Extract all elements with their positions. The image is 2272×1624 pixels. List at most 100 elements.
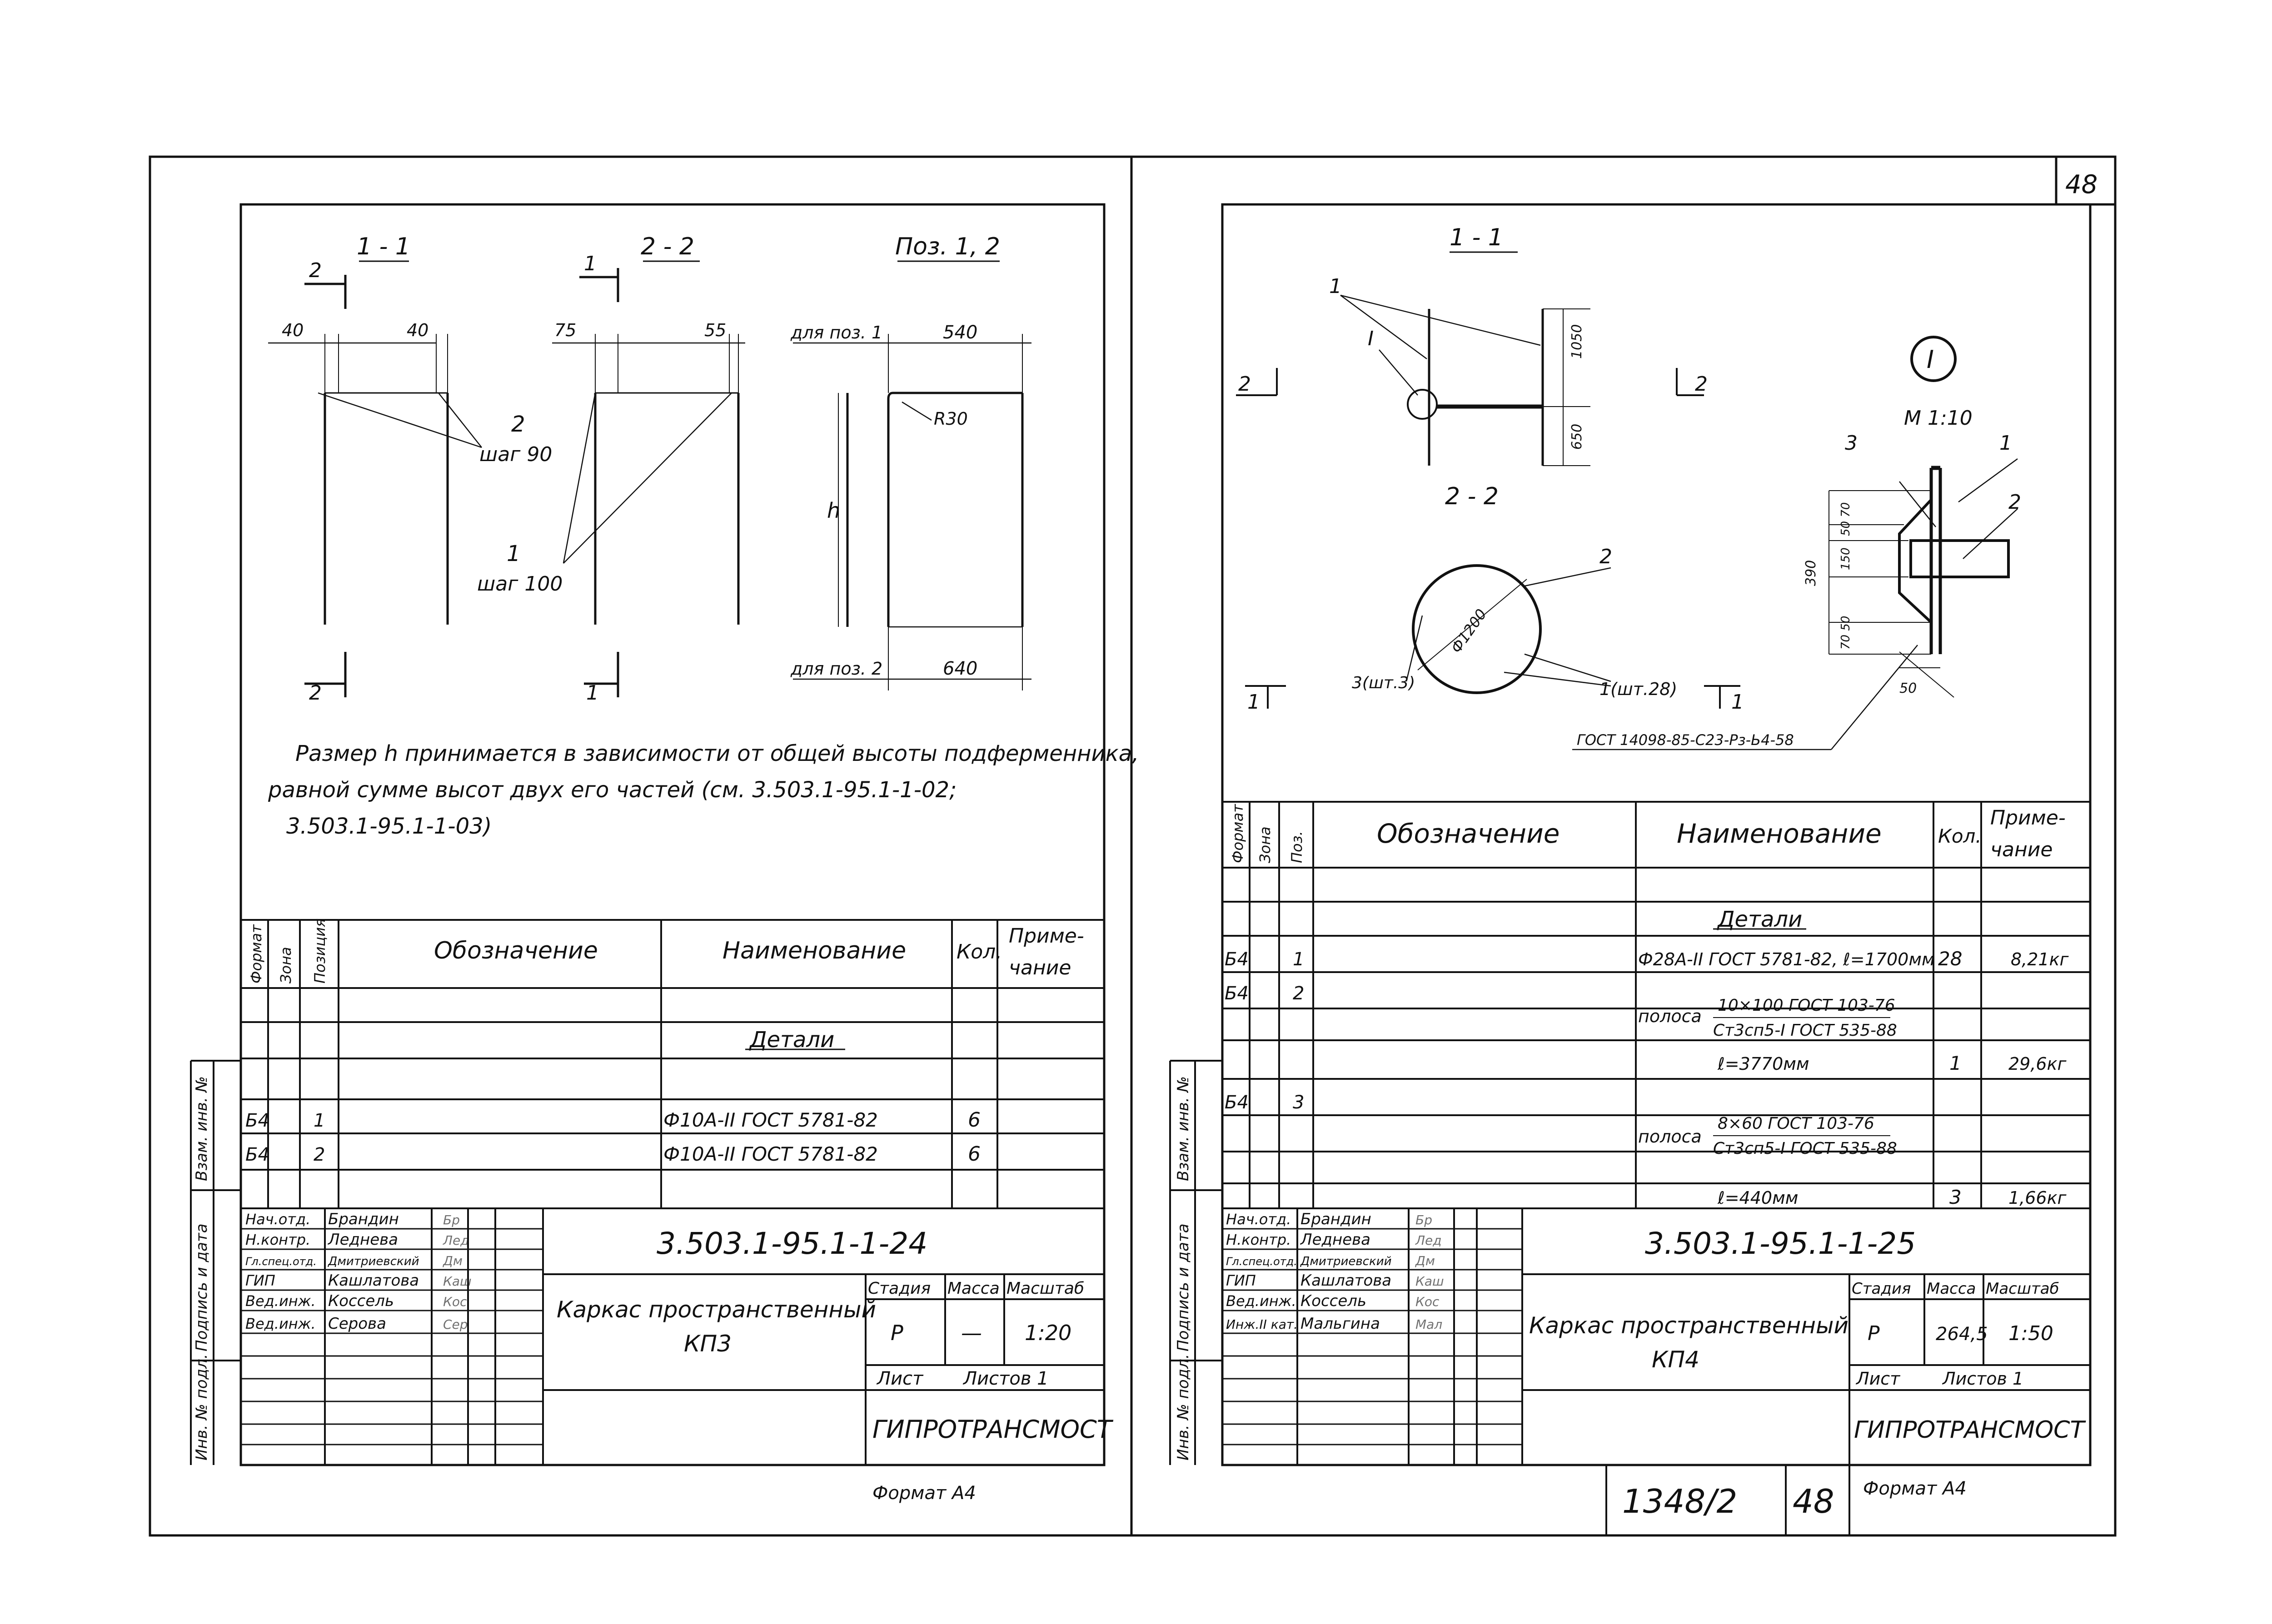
left-cut-mark-1-top: 1: [584, 252, 597, 275]
left-cut-mark-2-bottom: 2: [309, 681, 322, 705]
left-h-stage: Стадия: [868, 1279, 931, 1298]
right-row4-name1: 8×60 ГОСТ 103-76: [1718, 1114, 1874, 1133]
right-title-grid: [1222, 1207, 2090, 1535]
left-side-label-1: Взам. инв. №: [193, 1076, 211, 1181]
left-doc-name-2: КП3: [684, 1331, 732, 1357]
left-role-1: Нач.отд.: [245, 1211, 310, 1228]
left-sign-5: Кос: [443, 1294, 467, 1309]
left-title-grid: [241, 1207, 1104, 1465]
detail-dim-50: 50: [1899, 680, 1917, 696]
note-line-3: 3.503.1-95.1-1-03): [286, 814, 492, 839]
left-stage: Р: [891, 1321, 903, 1345]
right-row3-note: 29,6кг: [2008, 1054, 2067, 1074]
detail-dim-7050: 70 50: [1839, 616, 1853, 650]
right-h-note-2: чание: [1990, 838, 2053, 861]
left-org: ГИПРОТРАНСМОСТ: [872, 1415, 1114, 1444]
right-views: [1236, 251, 2018, 750]
left-h-scale: Масштаб: [1006, 1279, 1084, 1298]
right-format: Формат А4: [1863, 1478, 1967, 1499]
left-name-6: Серова: [328, 1315, 386, 1333]
right-role-5: Вед.инж.: [1226, 1292, 1296, 1310]
step-90: шаг 90: [479, 443, 552, 466]
right-h-note-1: Приме-: [1990, 806, 2066, 829]
right-h-designation: Обозначение: [1377, 818, 1560, 849]
right-side-label-3: Инв. № подл.: [1174, 1354, 1192, 1460]
right-row1-name: Ф28А-II ГОСТ 5781-82, ℓ=1700мм: [1638, 949, 1935, 969]
note-line-2: равной сумме высот двух его частей (см. …: [268, 777, 957, 803]
right-scale: 1:50: [2008, 1322, 2053, 1345]
left-mass: —: [961, 1321, 982, 1345]
left-doc-code: 3.503.1-95.1-1-24: [657, 1226, 927, 1261]
right-h-scale: Масштаб: [1986, 1280, 2059, 1298]
right-name-6: Мальгина: [1300, 1315, 1380, 1333]
right-row2-prefix: полоса: [1638, 1006, 1702, 1026]
left-sign-4: Каш: [443, 1274, 472, 1289]
left-title-roles: Нач.отд. Брандин Бр Н.контр. Леднева Лед…: [245, 1210, 472, 1333]
right-sign-2: Лед: [1415, 1233, 1442, 1248]
detail-dim-5070: 50 70: [1839, 502, 1853, 536]
right-h-name: Наименование: [1677, 818, 1882, 849]
dim-650: 650: [1569, 424, 1585, 450]
right-row3-name: ℓ=3770мм: [1717, 1054, 1809, 1074]
left-row1-format: Б4: [245, 1110, 269, 1131]
dim-h: h: [827, 498, 840, 523]
right-section-1-1: 1 - 1: [1450, 224, 1503, 251]
right-inner-frame: [1221, 203, 2092, 1466]
left-name-1: Брандин: [328, 1210, 399, 1228]
right-row4-name2: Ст3сп5-I ГОСТ 535-88: [1713, 1139, 1897, 1158]
detail-dim-150: 150: [1839, 547, 1853, 570]
right-name-2: Леднева: [1300, 1231, 1370, 1249]
left-h-pos: Позиция: [311, 919, 329, 983]
right-side-label-1: Взам. инв. №: [1174, 1076, 1192, 1181]
left-scale: 1:20: [1025, 1321, 1071, 1345]
left-row1-name: Ф10А-II ГОСТ 5781-82: [663, 1109, 878, 1131]
right-h-pos: Поз.: [1288, 831, 1305, 863]
right-doc-name-2: КП4: [1652, 1346, 1699, 1373]
right-name-3: Дмитриевский: [1300, 1255, 1391, 1268]
left-format: Формат А4: [872, 1483, 976, 1504]
left-side-label-2: Подпись и дата: [193, 1223, 211, 1351]
left-name-4: Кашлатова: [328, 1271, 419, 1290]
left-sign-1: Бр: [443, 1212, 460, 1227]
callout-right-1sht: 1(шт.28): [1599, 679, 1677, 699]
left-role-4: ГИП: [245, 1272, 275, 1289]
left-sheet: Лист: [876, 1368, 924, 1389]
right-row4-format: Б4: [1225, 1092, 1249, 1113]
right-h-mass: Масса: [1927, 1280, 1976, 1298]
len-640: 640: [943, 658, 977, 679]
right-row3-qty: 1: [1949, 1052, 1962, 1074]
right-name-5: Коссель: [1300, 1292, 1366, 1310]
right-row1-pos: 1: [1293, 949, 1304, 970]
right-sign-3: Дм: [1415, 1253, 1435, 1268]
detail-dim-390: 390: [1803, 560, 1819, 586]
callout-right-1: 1: [1329, 275, 1342, 298]
callout-1: 1: [507, 541, 521, 566]
right-doc-name-1: Каркас пространственный: [1529, 1312, 1848, 1339]
detail-callout-1: 1: [1999, 432, 2012, 455]
left-row1-qty: 6: [968, 1108, 981, 1132]
right-org: ГИПРОТРАНСМОСТ: [1854, 1416, 2086, 1444]
right-role-4: ГИП: [1226, 1272, 1256, 1289]
right-cut-mark-2-left: 2: [1238, 372, 1251, 396]
left-h-name: Наименование: [722, 937, 906, 964]
note-line-1: Размер h принимается в зависимости от об…: [295, 741, 1139, 766]
radius-30: R30: [934, 409, 968, 429]
callout-right-2: 2: [1599, 545, 1612, 568]
detail-callout-2: 2: [2008, 491, 2021, 514]
right-mass: 264,5: [1936, 1324, 1988, 1345]
dim-75: 75: [554, 320, 576, 340]
left-inner-frame: [239, 203, 1106, 1466]
right-row5-name: ℓ=440мм: [1717, 1188, 1798, 1208]
left-cut-mark-1-bottom: 1: [586, 681, 599, 705]
dim-1050: 1050: [1569, 324, 1585, 359]
step-100: шаг 100: [477, 572, 563, 596]
right-spec-section: Детали: [1717, 907, 1802, 932]
left-poz-label: Поз. 1, 2: [895, 233, 1000, 260]
right-role-3: Гл.спец.отд.: [1226, 1255, 1297, 1268]
right-row2-format: Б4: [1225, 983, 1249, 1004]
right-spec-grid: [1222, 801, 2090, 1208]
left-row2-qty: 6: [968, 1142, 981, 1166]
left-spec-grid: [241, 919, 1104, 1208]
right-cut-mark-1-left: 1: [1247, 690, 1260, 714]
